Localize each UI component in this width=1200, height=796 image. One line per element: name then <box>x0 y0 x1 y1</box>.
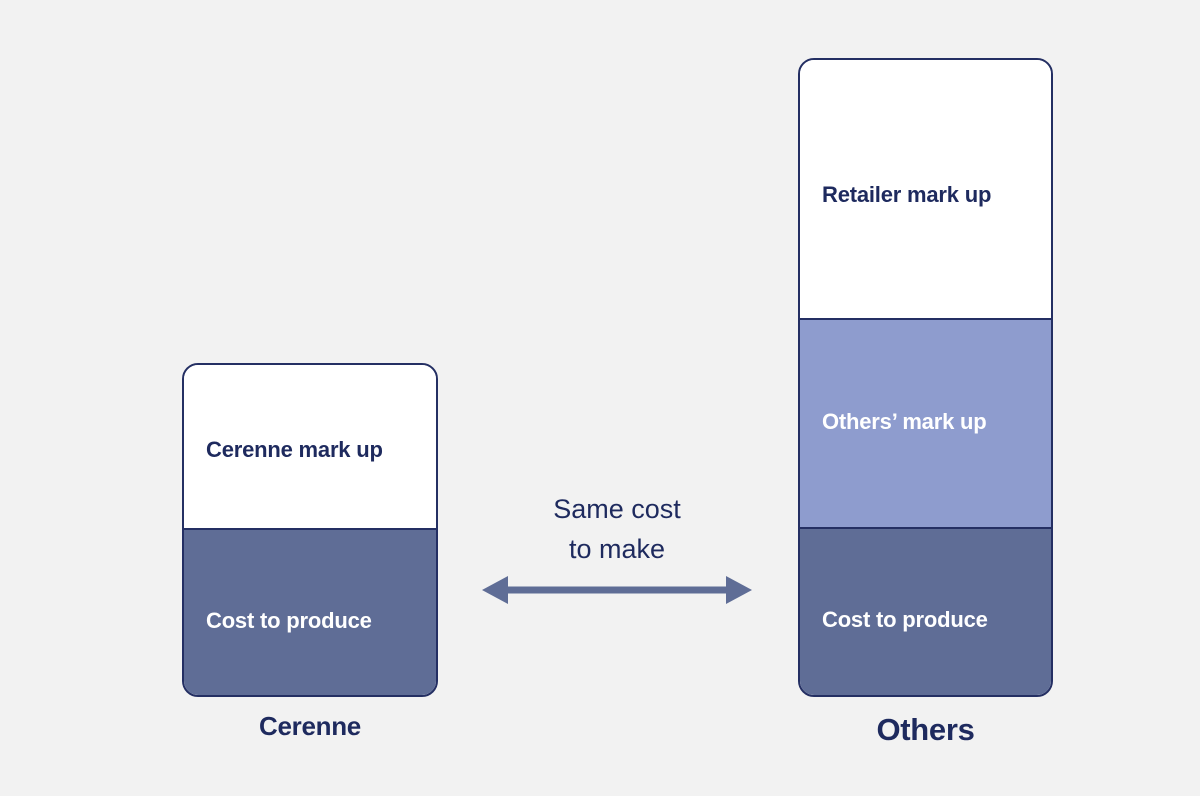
bar-others: Retailer mark up Others’ mark up Cost to… <box>798 58 1053 697</box>
double-headed-arrow-icon <box>482 576 752 604</box>
segment-others-cost-to-produce: Cost to produce <box>800 527 1051 695</box>
segment-others-mark-up: Others’ mark up <box>800 318 1051 528</box>
segment-label-cerenne-mark-up: Cerenne mark up <box>206 436 383 462</box>
segment-cerenne-mark-up: Cerenne mark up <box>184 365 436 529</box>
bar-caption-cerenne: Cerenne <box>259 711 361 741</box>
bar-caption-others: Others <box>876 712 975 747</box>
segment-cerenne-cost-to-produce: Cost to produce <box>184 528 436 695</box>
bar-cerenne: Cerenne mark up Cost to produce <box>182 363 438 697</box>
segment-label-others-mark-up: Others’ mark up <box>822 408 987 434</box>
same-cost-annotation-text: Same cost to make <box>553 494 681 564</box>
segment-others-retailer-mark-up: Retailer mark up <box>800 60 1051 319</box>
segment-label-others-cost-to-produce: Cost to produce <box>822 607 988 633</box>
segment-label-others-retailer-mark-up: Retailer mark up <box>822 182 992 208</box>
segment-label-cerenne-cost-to-produce: Cost to produce <box>206 607 372 633</box>
